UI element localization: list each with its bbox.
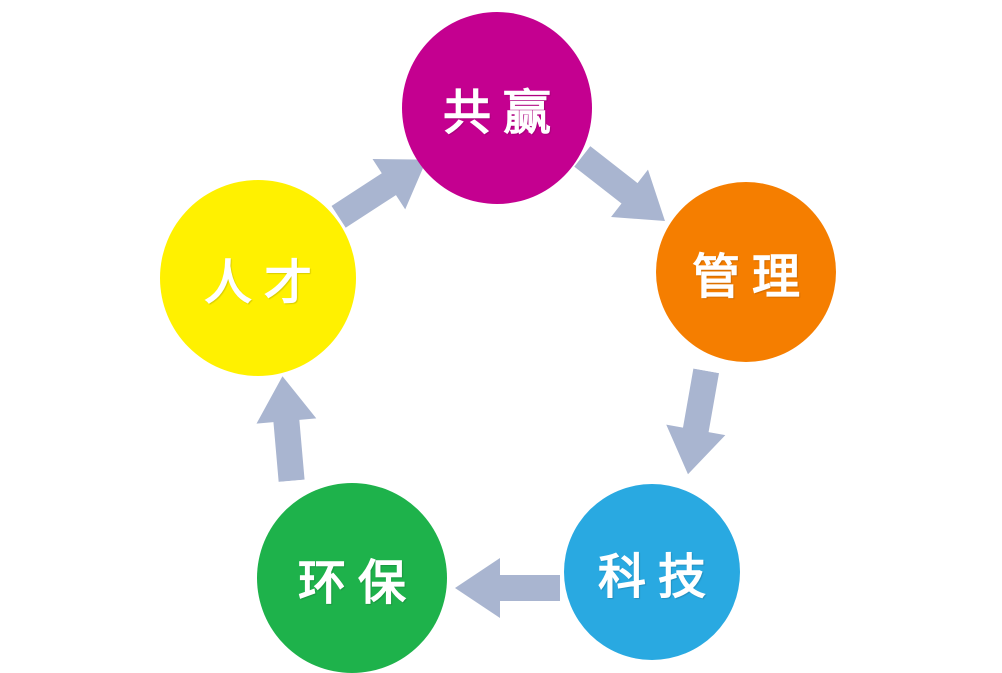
block-arrow-icon [256,376,317,482]
node-env-label: 环保 [297,555,418,611]
block-arrow-shape [331,159,427,228]
arrow-tech-to-env [454,557,560,619]
block-arrow-shape [574,146,665,222]
arrow-talent-to-win [322,133,445,243]
node-tech: 科技 [564,484,740,660]
arrow-win-to-manage [563,132,685,246]
block-arrow-icon [574,146,665,222]
arrow-manage-to-tech [657,365,736,480]
node-tech-label: 科技 [597,549,718,605]
block-arrow-icon [331,159,427,228]
block-arrow-icon [666,368,726,475]
node-talent: 人才 [160,180,356,376]
node-manage: 管理 [656,182,836,362]
node-win-label: 共赢 [442,85,563,141]
node-env: 环保 [257,483,447,673]
arrow-env-to-talent [251,372,322,483]
node-talent-label: 人才 [203,255,324,311]
block-arrow-icon [455,558,560,618]
block-arrow-shape [256,376,317,482]
block-arrow-shape [455,558,560,618]
node-win: 共赢 [402,12,592,204]
node-manage-label: 管理 [691,249,812,305]
block-arrow-shape [666,368,726,475]
